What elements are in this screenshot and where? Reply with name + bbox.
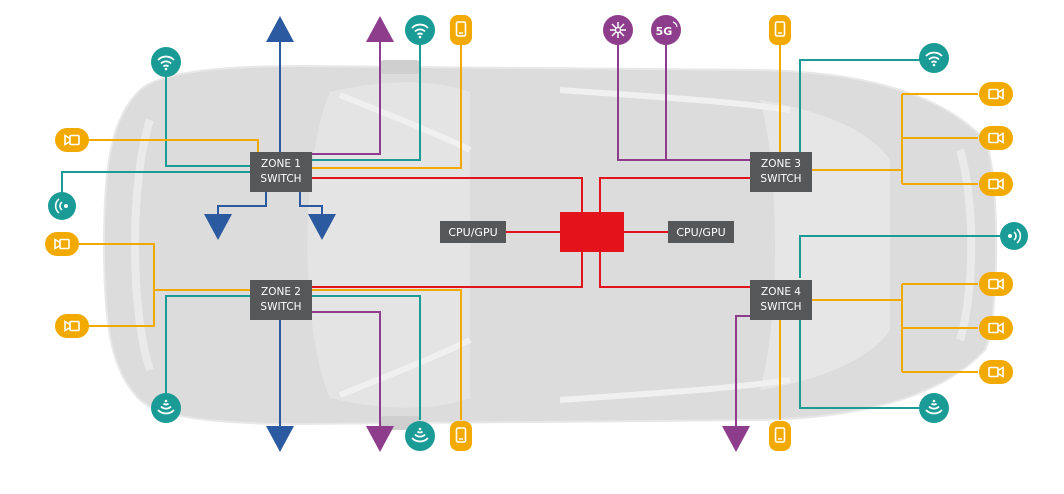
camera-icon	[978, 171, 1014, 197]
link-z4-radar	[799, 235, 1000, 278]
link-z1-wifi	[165, 76, 250, 167]
cpu-gpu-right-label: CPU/GPU	[676, 226, 725, 239]
sensor-icon	[768, 420, 792, 452]
link-z4-down-purple	[735, 315, 750, 428]
arrow-down-blue-right	[308, 214, 336, 240]
zone-4-switch-label: SWITCH	[760, 301, 801, 313]
zone-2-switch-label: SWITCH	[260, 301, 301, 313]
radar-icon	[999, 221, 1029, 251]
arrow-down-purple-bottom	[366, 426, 394, 452]
camera-icon	[978, 359, 1014, 385]
gps-icon	[603, 15, 633, 45]
zone-1-switch-label: SWITCH	[260, 173, 301, 185]
arrow-up-blue	[266, 16, 294, 42]
sensor-icon	[449, 420, 473, 452]
zone-1-switch: ZONE 1 SWITCH	[250, 152, 312, 192]
zone-1-label: ZONE 1	[261, 158, 301, 170]
cpu-gpu-left: CPU/GPU	[440, 221, 506, 243]
sensor-icon	[768, 14, 792, 46]
link-z2-camera-bottom	[88, 290, 155, 327]
link-z2-wifi-bottom	[312, 295, 421, 420]
radar-icon	[47, 191, 77, 221]
5g-icon: 5G	[651, 15, 681, 45]
wifi-icon	[150, 392, 182, 424]
backbone-links	[312, 177, 750, 288]
link-z1-sensor	[312, 42, 462, 169]
link-z2-camera-top	[74, 243, 250, 291]
zone-3-label: ZONE 3	[761, 158, 801, 170]
sensor-icon	[449, 14, 473, 46]
link-z2-wifi	[165, 295, 250, 396]
wifi-icon	[404, 14, 436, 46]
car-silhouette	[102, 60, 998, 430]
camera-icon	[54, 313, 90, 339]
link-z4-wifi	[799, 320, 920, 409]
link-z1-wifi-top	[312, 42, 421, 161]
central-compute-unit	[560, 212, 624, 252]
5g-label: 5G	[656, 25, 673, 38]
zone-4-label: ZONE 4	[761, 286, 801, 298]
camera-icon	[978, 315, 1014, 341]
link-z1-up-purple	[312, 30, 381, 155]
zone-4-switch: ZONE 4 SWITCH	[750, 280, 812, 320]
icons: 5G	[44, 14, 1029, 452]
camera-icon	[978, 81, 1014, 107]
arrows	[204, 16, 750, 452]
link-z2-sensor	[312, 289, 462, 420]
camera-icon	[54, 127, 90, 153]
link-z3-gps	[617, 44, 750, 161]
zone-2-switch: ZONE 2 SWITCH	[250, 280, 312, 320]
link-z1-camera	[88, 139, 259, 152]
wifi-icon	[150, 46, 182, 78]
cpu-gpu-right: CPU/GPU	[668, 221, 734, 243]
cpu-gpu-left-label: CPU/GPU	[448, 226, 497, 239]
link-z1-radar	[61, 171, 250, 192]
link-z4-cameras	[812, 283, 978, 373]
connections	[61, 30, 1000, 428]
arrow-down-blue-left	[204, 214, 232, 240]
arrow-down-purple-right	[722, 426, 750, 452]
zone-3-switch-label: SWITCH	[760, 173, 801, 185]
arrow-up-purple	[366, 16, 394, 42]
arrow-down-blue-bottom	[266, 426, 294, 452]
camera-icon	[978, 271, 1014, 297]
wifi-icon	[404, 420, 436, 452]
link-z3-cameras	[812, 93, 978, 185]
wifi-icon	[918, 392, 950, 424]
link-z3-wifi	[799, 59, 920, 152]
zone-3-switch: ZONE 3 SWITCH	[750, 152, 812, 192]
mirror-left	[380, 60, 420, 74]
wifi-icon	[918, 42, 950, 74]
camera-icon	[44, 231, 80, 257]
zone-2-label: ZONE 2	[261, 286, 301, 298]
link-z2-down-purple	[312, 311, 381, 428]
camera-icon	[978, 125, 1014, 151]
